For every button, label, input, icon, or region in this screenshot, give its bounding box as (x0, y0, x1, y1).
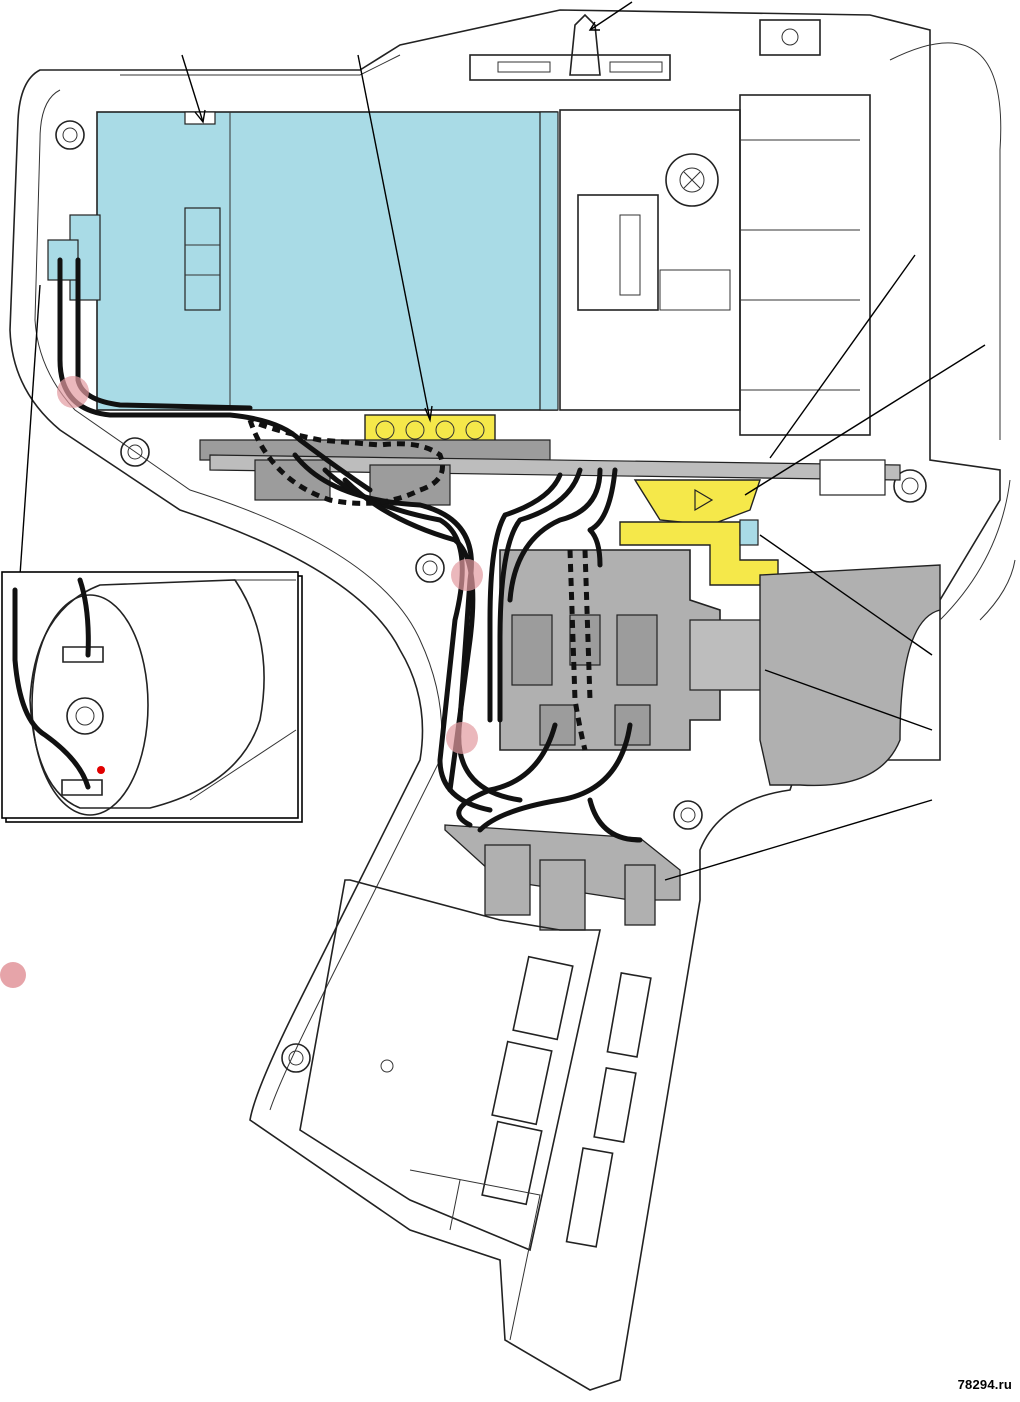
top-gear-assembly (469, 13, 871, 436)
screw-icon (415, 553, 445, 583)
screw-bosses (55, 120, 927, 1073)
connector-icon (444, 824, 681, 931)
screw-icon (893, 469, 927, 503)
screw-icon (665, 153, 719, 207)
callout-lines (19, 1, 986, 881)
screw-icon (673, 800, 703, 830)
screw-icon (120, 437, 150, 467)
inset-detail (1, 571, 303, 823)
highlight-markers (0, 376, 483, 988)
watermark: 78294.ru (957, 1377, 1012, 1392)
trigger-paddle (759, 564, 941, 787)
screw-icon (55, 120, 85, 150)
screw-icon (281, 1043, 311, 1073)
handle-details (299, 879, 652, 1341)
motor-icon (47, 111, 559, 411)
housing-outline (9, 9, 1016, 1391)
wire-harness-strip (199, 439, 901, 506)
switch-icon (499, 549, 766, 751)
